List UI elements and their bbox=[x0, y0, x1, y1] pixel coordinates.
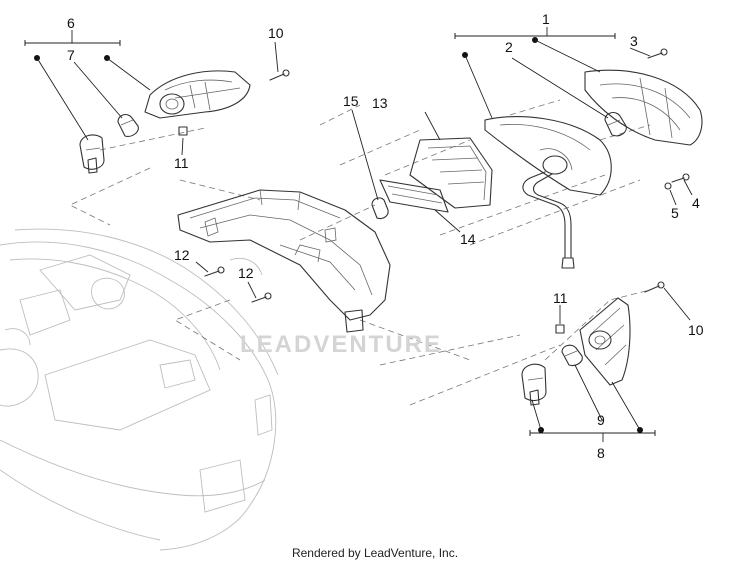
callout-12-b: 12 bbox=[238, 265, 254, 281]
callout-8: 8 bbox=[597, 445, 605, 461]
callout-15: 15 bbox=[343, 93, 359, 109]
callout-10-right: 10 bbox=[688, 322, 704, 338]
license-lens-14 bbox=[379, 179, 449, 213]
callout-2: 2 bbox=[505, 39, 513, 55]
callout-11-left: 11 bbox=[174, 155, 189, 171]
callout-6: 6 bbox=[67, 15, 75, 31]
screw-12-a bbox=[204, 266, 225, 277]
license-light-housing-13 bbox=[409, 137, 493, 209]
callout-7: 7 bbox=[67, 47, 75, 63]
rear-bracket bbox=[177, 189, 391, 333]
footer-credit: Rendered by LeadVenture, Inc. bbox=[292, 546, 458, 560]
callout-4: 4 bbox=[692, 195, 700, 211]
screw-10-right bbox=[644, 281, 665, 293]
washer-5 bbox=[664, 182, 672, 190]
callout-11-right: 11 bbox=[553, 290, 568, 306]
screw-3 bbox=[647, 48, 668, 59]
tail-light-lens bbox=[584, 69, 703, 146]
callout-bracket-8 bbox=[529, 430, 656, 442]
tail-bulb-2 bbox=[604, 111, 627, 137]
clip-11-right bbox=[555, 324, 565, 334]
tail-light-housing bbox=[484, 116, 612, 269]
left-bulb-socket bbox=[79, 134, 105, 174]
callout-10-top: 10 bbox=[268, 25, 284, 41]
license-bulb-15 bbox=[371, 197, 389, 220]
right-bulb-socket bbox=[521, 363, 547, 406]
right-turn-signal-lens bbox=[579, 297, 631, 386]
screw-4 bbox=[671, 173, 690, 183]
leader-lines bbox=[34, 37, 693, 433]
assembly-dashed-lines bbox=[69, 99, 651, 406]
screw-10-top bbox=[269, 69, 290, 81]
left-bulb-7 bbox=[117, 113, 139, 137]
callout-9: 9 bbox=[597, 412, 605, 428]
callout-5: 5 bbox=[671, 205, 679, 221]
callout-3: 3 bbox=[630, 33, 638, 49]
callout-13: 13 bbox=[372, 95, 388, 111]
callout-bracket-6 bbox=[24, 30, 121, 46]
screw-12-b bbox=[251, 292, 272, 303]
right-bulb-9 bbox=[561, 344, 583, 366]
callout-12-a: 12 bbox=[174, 247, 190, 263]
clip-11-left bbox=[178, 126, 188, 136]
scooter-rear-body bbox=[0, 228, 279, 551]
left-turn-signal-lens bbox=[144, 70, 251, 119]
watermark-text: LEADVENTURE bbox=[240, 331, 442, 358]
callout-14: 14 bbox=[460, 231, 476, 247]
callout-1: 1 bbox=[542, 11, 550, 27]
callout-bracket-1 bbox=[454, 27, 616, 39]
